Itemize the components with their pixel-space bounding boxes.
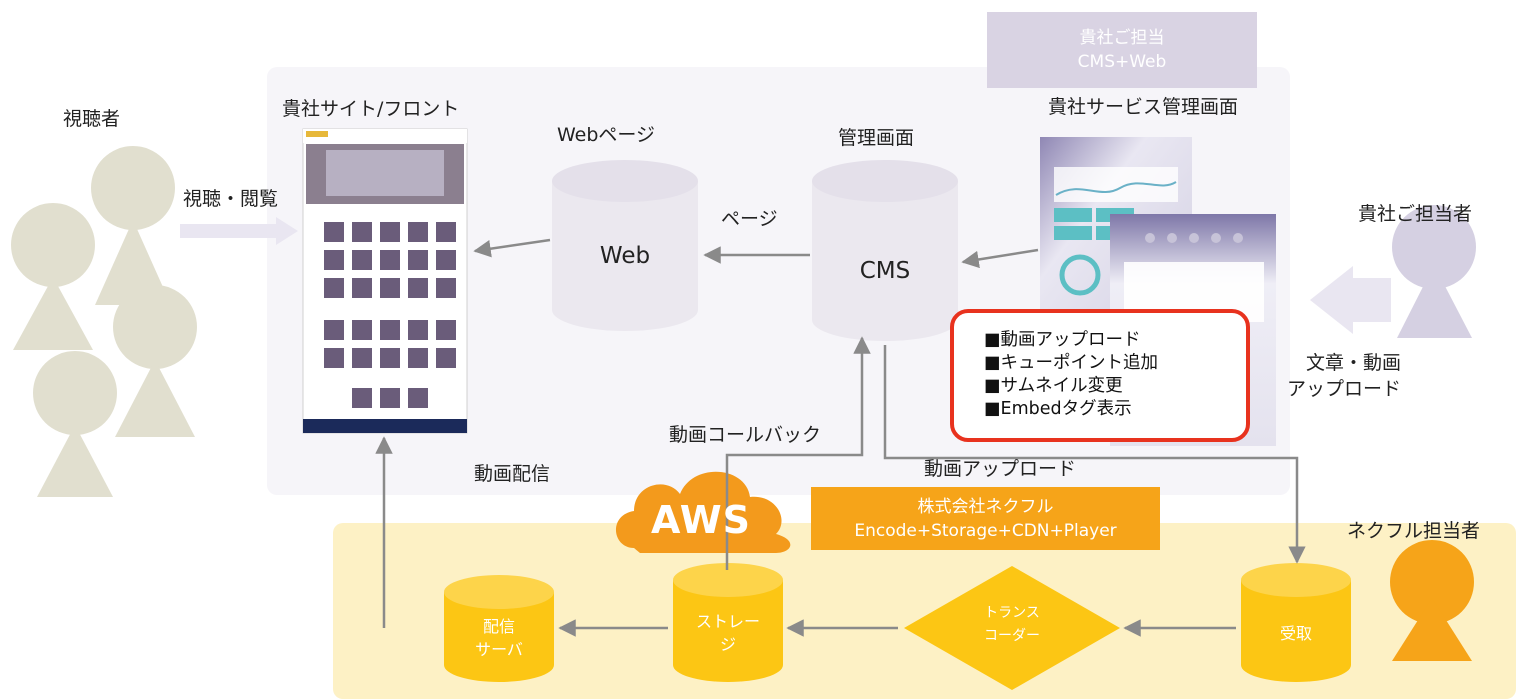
cms-features-box: ■動画アップロード ■キューポイント追加 ■サムネイル変更 ■Embedタグ表示 bbox=[950, 309, 1250, 442]
person-icon bbox=[33, 351, 117, 497]
necfru-panel bbox=[333, 523, 1516, 699]
storage-node-label-1: ストレー bbox=[695, 612, 760, 631]
necfru-person-icon bbox=[1390, 540, 1474, 661]
person-icon bbox=[91, 146, 175, 305]
video-upload-label: 動画アップロード bbox=[924, 458, 1077, 480]
web-node-label: Web bbox=[599, 243, 651, 269]
delivery-node-label-1: 配信 bbox=[482, 617, 515, 636]
web-page-label: Webページ bbox=[557, 124, 656, 146]
admin-screen-label: 管理画面 bbox=[838, 127, 915, 149]
receive-node-label: 受取 bbox=[1279, 624, 1312, 643]
transcoder-diamond bbox=[904, 566, 1120, 690]
page-arrow-label: ページ bbox=[721, 208, 778, 230]
viewers-label: 視聴者 bbox=[63, 108, 121, 130]
aws-cloud-icon bbox=[615, 471, 791, 553]
feature-item: ■サムネイル変更 bbox=[984, 376, 1123, 396]
feature-item: ■動画アップロード bbox=[984, 330, 1141, 350]
upload-arrow-icon bbox=[1310, 266, 1391, 334]
necfru-staff-label: ネクフル担当者 bbox=[1347, 520, 1481, 542]
person-icon bbox=[11, 203, 95, 350]
front-site-label: 貴社サイト/フロント bbox=[282, 98, 460, 120]
video-callback-label: 動画コールバック bbox=[669, 424, 822, 446]
storage-cylinder bbox=[673, 563, 783, 682]
transcoder-node-label-2: コーダー bbox=[984, 628, 1040, 644]
client-person-icon bbox=[1392, 205, 1476, 338]
view-arrow-icon bbox=[180, 217, 298, 245]
cms-to-receive-arrow bbox=[883, 345, 1306, 564]
client-box-line1: 貴社ご担当 bbox=[1079, 28, 1165, 48]
feature-item: ■Embedタグ表示 bbox=[984, 399, 1132, 419]
necfru-service-box: 株式会社ネクフル Encode+Storage+CDN+Player bbox=[811, 487, 1160, 550]
client-cms-web-box: 貴社ご担当 CMS+Web bbox=[987, 12, 1257, 88]
web-cylinder bbox=[552, 160, 698, 331]
necfru-box-line2: Encode+Storage+CDN+Player bbox=[854, 521, 1117, 541]
delivery-server-cylinder bbox=[444, 575, 554, 682]
upload-label-line1: 文章・動画 bbox=[1306, 352, 1402, 374]
necfru-box-line1: 株式会社ネクフル bbox=[917, 497, 1054, 517]
aws-label: AWS bbox=[651, 498, 751, 542]
feature-item: ■キューポイント追加 bbox=[984, 353, 1159, 373]
storage-to-cms-arrow bbox=[725, 336, 871, 570]
client-box-line2: CMS+Web bbox=[1077, 52, 1167, 72]
cms-node-label: CMS bbox=[859, 258, 911, 284]
transcoder-node-label-1: トランス bbox=[984, 605, 1040, 621]
service-admin-label: 貴社サービス管理画面 bbox=[1048, 96, 1239, 118]
receive-cylinder bbox=[1241, 563, 1351, 682]
viewer-group-icon bbox=[11, 146, 197, 497]
storage-node-label-2: ジ bbox=[719, 635, 736, 654]
admin-to-cms-arrow bbox=[961, 248, 1039, 269]
view-browse-label: 視聴・閲覧 bbox=[183, 188, 279, 210]
cms-cylinder bbox=[812, 160, 958, 341]
delivery-node-label-2: サーバ bbox=[475, 640, 523, 659]
upload-label-line2: アップロード bbox=[1287, 378, 1402, 400]
client-staff-label: 貴社ご担当者 bbox=[1358, 203, 1473, 225]
web-to-front-arrow bbox=[473, 238, 551, 258]
video-delivery-label: 動画配信 bbox=[474, 463, 551, 485]
person-icon bbox=[113, 285, 197, 437]
front-site-screenshot bbox=[302, 128, 468, 434]
